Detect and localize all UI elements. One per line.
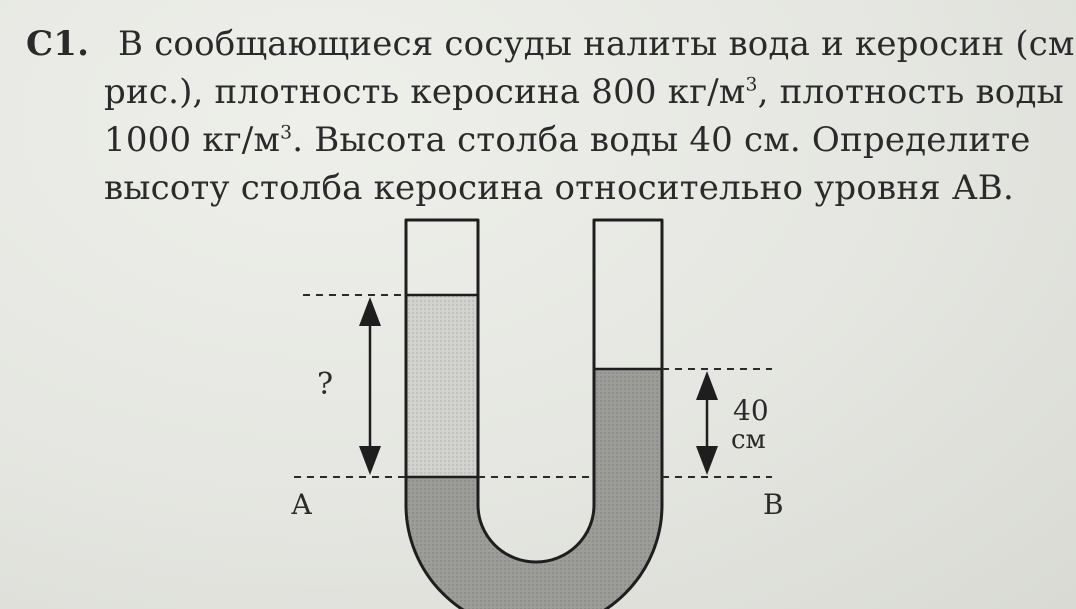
- problem-number: С1.: [26, 24, 90, 64]
- u-tube-outline: [404, 218, 664, 609]
- level-label-b: В: [763, 488, 784, 521]
- water-volume: [406, 369, 662, 609]
- problem-text: С1.В сообщающиеся сосуды налиты вода и к…: [26, 20, 1076, 212]
- kerosene-column: [406, 295, 478, 477]
- problem-line-3: 1000 кг/м3. Высота столба воды 40 см. Оп…: [104, 120, 1031, 160]
- unknown-height-label: ?: [317, 367, 333, 402]
- problem-line-4: высоту столба керосина относительно уров…: [104, 168, 1014, 208]
- problem-line-2: рис.), плотность керосина 800 кг/м3, пло…: [104, 72, 1064, 112]
- water-height-value: 40: [733, 394, 769, 427]
- water-height-arrow: [696, 371, 718, 475]
- problem-line-1: С1.В сообщающиеся сосуды налиты вода и к…: [26, 20, 1076, 68]
- kerosene-height-arrow: [359, 297, 381, 475]
- water-height-unit: см: [731, 425, 766, 455]
- level-label-a: А: [291, 488, 312, 521]
